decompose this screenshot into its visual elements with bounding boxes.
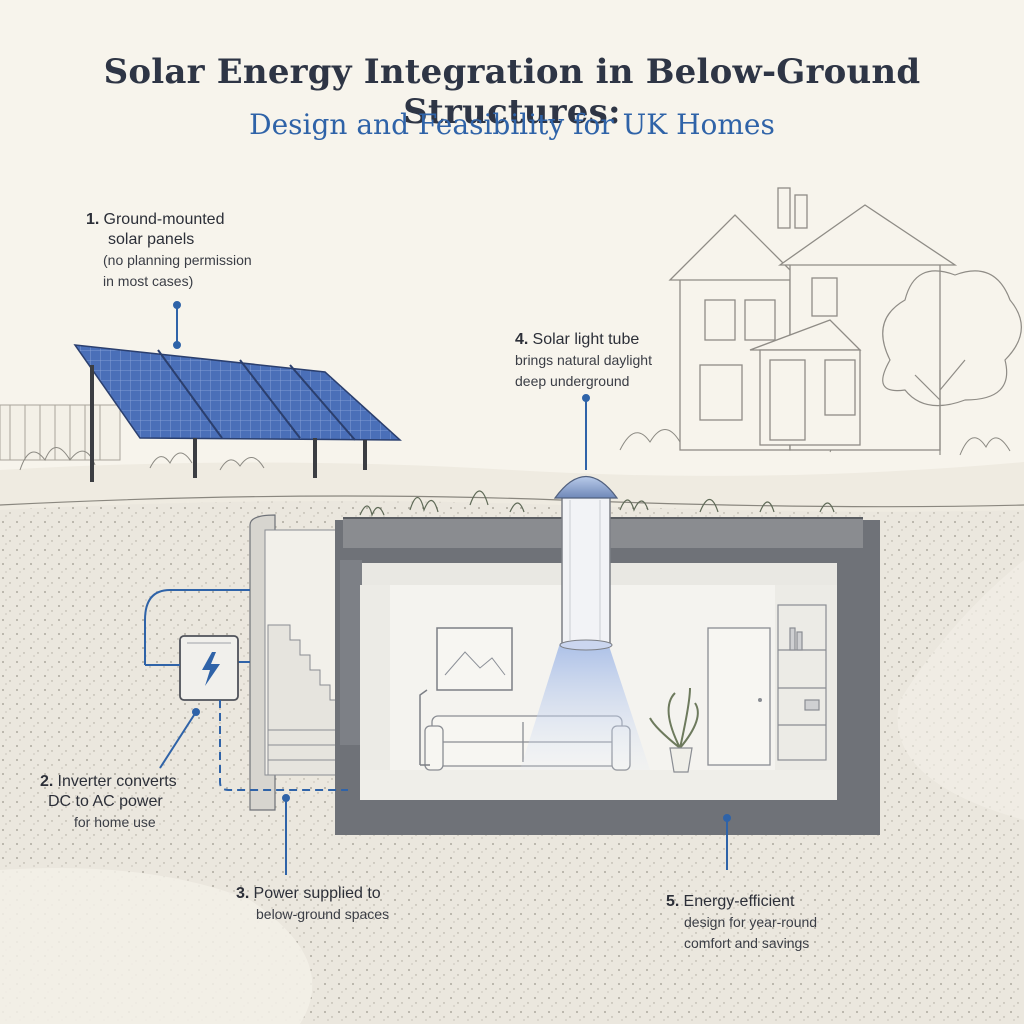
callout-2-number: 2. (40, 773, 54, 790)
callout-2-line-3: for home use (74, 814, 156, 830)
callout-1-line-1: Ground-mounted (103, 211, 225, 228)
callout-3-line-2: below-ground spaces (256, 906, 390, 922)
potted-plant (649, 687, 699, 773)
callout-2: 2. Inverter converts DC to AC power for … (40, 772, 177, 833)
page-title: Solar Energy Integration in Below-Ground… (103, 52, 921, 132)
callout-1-line-3: (no planning permission (103, 252, 252, 268)
lightning-bolt-icon (202, 652, 220, 686)
bookshelf (777, 604, 827, 761)
callout-1-line-4: in most cases) (103, 273, 194, 289)
callout-3-number: 3. (236, 885, 250, 902)
callout-5-line-3: comfort and savings (684, 935, 810, 951)
callout-1: 1. Ground-mounted solar panels (no plann… (86, 210, 252, 292)
interior-door (707, 627, 771, 766)
garden-fence (0, 404, 121, 461)
callout-4: 4. Solar light tube brings natural dayli… (515, 330, 652, 392)
callout-4-number: 4. (515, 331, 529, 348)
callout-5-line-2: design for year-round (684, 914, 818, 930)
callout-2-line-2: DC to AC power (48, 793, 163, 810)
house-sketch (668, 187, 958, 451)
callout-3-line-1: Power supplied to (253, 885, 381, 902)
power-cable (145, 664, 348, 791)
wall-artwork (436, 627, 513, 691)
callout-2-line-1: Inverter converts (57, 773, 177, 790)
floor-lamp (419, 689, 430, 766)
stair-entrance (249, 514, 346, 811)
callout-leaders (159, 301, 731, 875)
green-roof (359, 490, 835, 518)
callout-5-line-1: Energy-efficient (683, 893, 795, 910)
inverter-box (144, 589, 250, 701)
callout-5: 5. Energy-efficient design for year-roun… (666, 892, 817, 954)
callout-4-line-2: brings natural daylight (515, 352, 652, 368)
callout-4-line-3: deep underground (515, 373, 630, 389)
callout-3: 3. Power supplied to below-ground spaces (236, 884, 389, 925)
solar-panel-array (73, 344, 402, 482)
page-subtitle: Design and Feasibility for UK Homes (249, 108, 775, 141)
solar-light-tube (520, 475, 650, 770)
callout-5-number: 5. (666, 893, 680, 910)
callout-4-line-1: Solar light tube (532, 331, 640, 348)
tree-sketch (882, 270, 1022, 455)
callout-1-line-2: solar panels (108, 231, 195, 248)
callout-1-number: 1. (86, 211, 100, 228)
